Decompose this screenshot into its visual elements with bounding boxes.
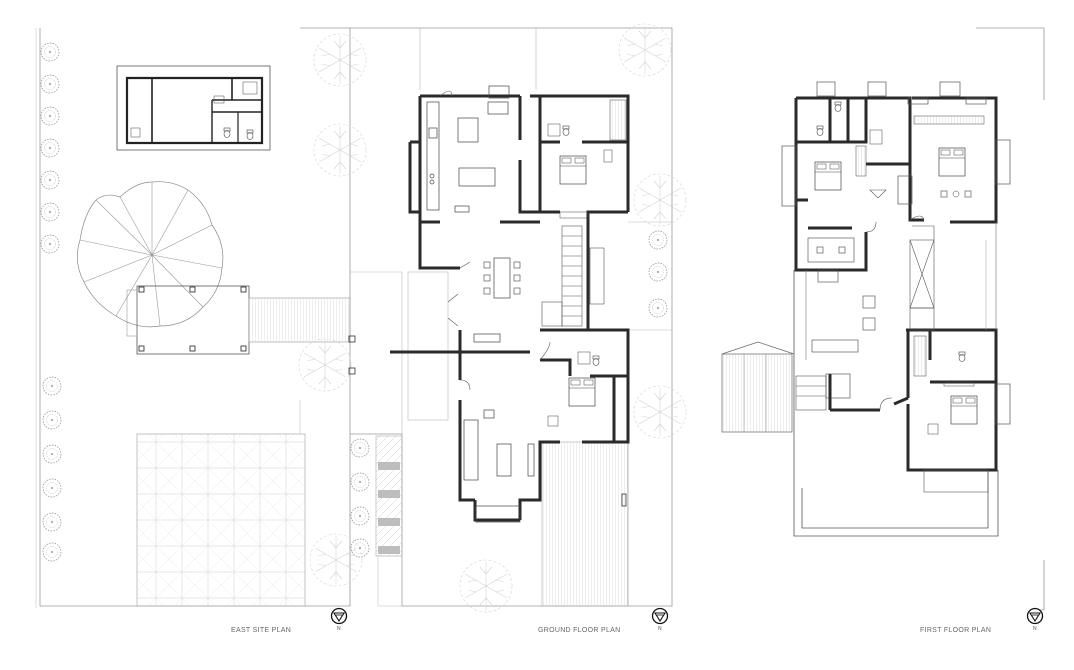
shrub-row-upper [40, 42, 60, 254]
first-lounge [811, 269, 876, 399]
ground-bedroom-1 [547, 99, 627, 219]
north-label-site: N [337, 626, 341, 632]
first-bedroom-2 [913, 115, 985, 198]
caption-first-floor-plan: FIRST FLOOR PLAN [920, 627, 992, 634]
roof-vents [816, 81, 987, 105]
north-arrow-icon-first [1026, 607, 1044, 625]
first-walls [794, 96, 998, 472]
ground-stair [541, 225, 605, 327]
ground-bedroom-2 [547, 351, 600, 427]
north-label-ground: N [658, 626, 662, 632]
caption-east-site-plan: EAST SITE PLAN [231, 627, 292, 634]
dining-table [483, 257, 521, 299]
tree-canopy [76, 181, 224, 328]
first-floor-plan [721, 27, 1045, 611]
north-arrow-icon-site [330, 607, 348, 625]
kitchen [426, 85, 510, 213]
paving-strip [375, 435, 403, 607]
outbuilding-plan [116, 65, 271, 151]
bay-windows [781, 139, 1011, 425]
living-room [463, 333, 535, 523]
ground-floor-plan [298, 23, 687, 613]
north-label-first: N [1033, 626, 1037, 632]
first-landing [795, 189, 925, 411]
first-stair-void [909, 225, 935, 331]
east-site-plan [35, 27, 351, 608]
shrub-row-lower [42, 376, 62, 562]
study [807, 237, 855, 263]
first-terrace [721, 353, 793, 433]
first-bedroom-1 [814, 101, 883, 191]
pavilion [126, 285, 351, 355]
caption-ground-floor-plan: GROUND FLOOR PLAN [538, 627, 621, 634]
first-bedroom-3 [913, 335, 989, 493]
ground-doors [439, 90, 551, 391]
paved-court [136, 433, 306, 607]
north-arrow-icon-ground [651, 607, 669, 625]
deck [541, 441, 629, 607]
